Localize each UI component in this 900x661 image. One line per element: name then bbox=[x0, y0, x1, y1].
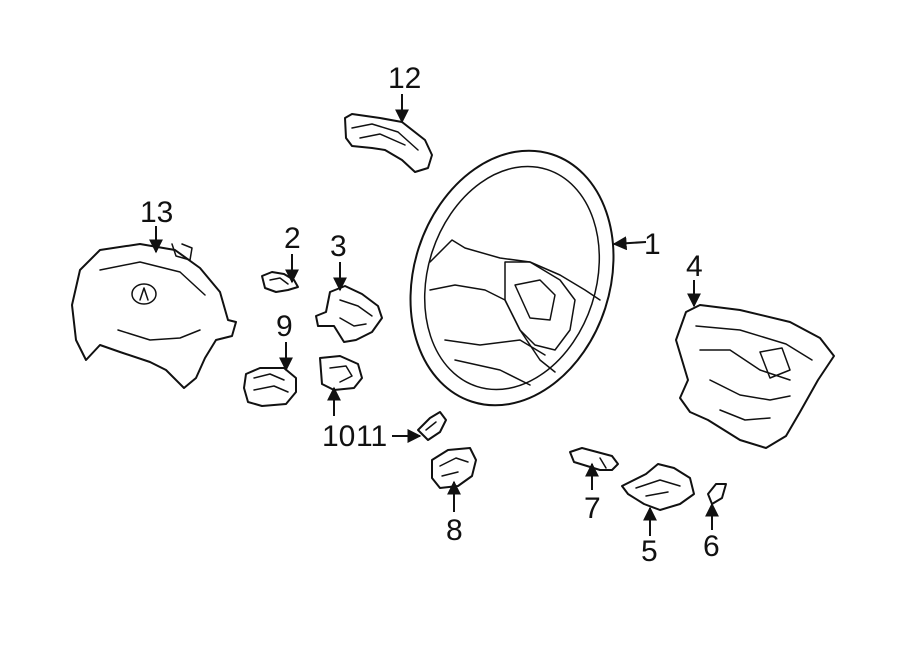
callout-11: 11 bbox=[356, 420, 387, 453]
callout-6: 6 bbox=[703, 530, 720, 563]
callout-1: 1 bbox=[644, 228, 661, 261]
airbag-module-front-part bbox=[71, 243, 237, 389]
callout-10: 10 bbox=[322, 420, 355, 453]
wire-connector-part bbox=[417, 411, 447, 441]
leader-1 bbox=[612, 236, 647, 251]
callout-8: 8 bbox=[446, 514, 463, 547]
callout-4: 4 bbox=[686, 250, 703, 283]
airbag-module-rear-part bbox=[675, 304, 835, 449]
callout-labels: 1 2 3 4 5 6 7 8 9 10 11 12 13 bbox=[140, 62, 720, 568]
clock-spring-harness-part bbox=[344, 113, 433, 173]
callout-5: 5 bbox=[641, 535, 658, 568]
trim-piece-part bbox=[569, 447, 619, 471]
right-switch-part bbox=[431, 447, 477, 489]
callout-12: 12 bbox=[388, 62, 421, 95]
callout-13: 13 bbox=[140, 196, 173, 229]
callout-2: 2 bbox=[284, 222, 301, 255]
small-clip-part bbox=[707, 483, 727, 505]
steering-wheel-part bbox=[409, 149, 615, 407]
switch-cover-part bbox=[319, 355, 363, 391]
lower-cover-part bbox=[621, 463, 695, 511]
switch-bracket-part bbox=[315, 285, 383, 343]
callout-7: 7 bbox=[584, 492, 601, 525]
callout-3: 3 bbox=[330, 230, 347, 263]
leader-lines bbox=[149, 94, 719, 536]
callout-9: 9 bbox=[276, 310, 293, 343]
left-switch-part bbox=[243, 367, 297, 407]
